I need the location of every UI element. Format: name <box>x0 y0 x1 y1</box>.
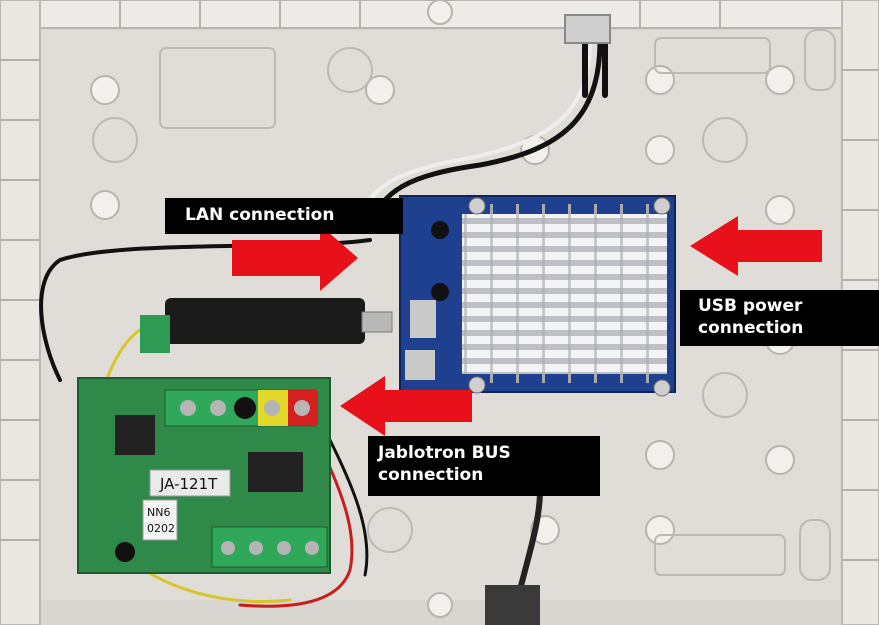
callout-jablotron-bus-connection: Jablotron BUS connection <box>368 436 600 496</box>
enclosure-wall-left <box>0 0 41 625</box>
callout-bus-line-2: connection <box>378 465 484 485</box>
sticker-line1-text: NN6 <box>147 506 170 519</box>
wall-ribs <box>0 0 879 561</box>
cable-gland-top <box>564 14 611 44</box>
ja-121t-board <box>77 377 331 574</box>
arrow-left-icon <box>690 216 822 276</box>
arrow-left-icon <box>340 376 472 436</box>
callout-lan-connection: LAN connection <box>165 198 403 234</box>
sticker-line2-text: 0202 <box>147 522 175 535</box>
sticker <box>142 499 178 541</box>
callout-usb-line-1: USB power <box>698 296 803 316</box>
single-board-computer <box>399 195 676 397</box>
module-label-plate <box>149 469 231 497</box>
callout-usb-power-connection: USB power connection <box>680 290 879 346</box>
cable-gland-bottom <box>485 585 540 625</box>
annotation-arrows <box>232 216 822 436</box>
enclosure-cutouts <box>92 29 836 581</box>
usb-dongle <box>140 298 393 353</box>
chip-driver <box>248 452 303 492</box>
callout-bus-line-1: Jablotron BUS <box>378 443 511 463</box>
callout-lan-line-1: LAN connection <box>185 205 335 225</box>
module-name-text: JA-121T <box>159 475 218 493</box>
arrow-right-icon <box>232 225 358 291</box>
callout-usb-line-2: connection <box>698 318 804 338</box>
chip-mcu <box>115 415 155 455</box>
